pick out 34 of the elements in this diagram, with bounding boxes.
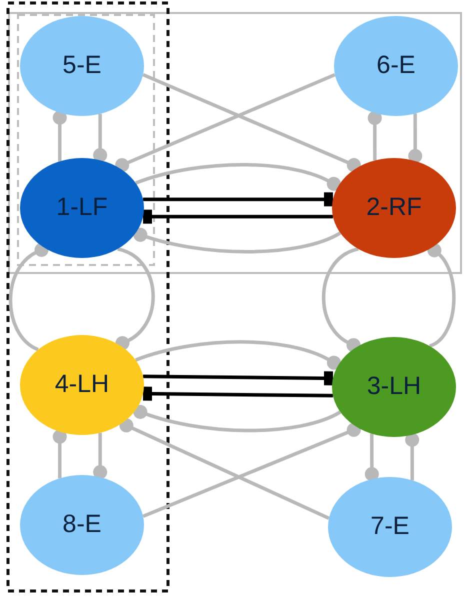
connector [93,432,108,480]
node-label: 8-E [62,509,102,540]
connector [133,228,342,254]
connector [93,114,108,162]
node-label: 4-LH [54,369,110,400]
inhibitory-connector [143,192,333,206]
connector [52,110,67,162]
inhibitory-connector [142,386,333,401]
connector [115,73,336,172]
connector [142,73,361,172]
connector [405,432,420,480]
connector [408,114,422,164]
connector [115,247,155,350]
connector [322,247,361,352]
connector [133,404,342,432]
connector [8,244,49,352]
connector [368,110,382,160]
inhibitory-connector [143,371,334,386]
connector [52,430,67,478]
node-label: 5-E [62,50,102,82]
node-ellipse [20,335,144,435]
connector [364,434,379,482]
node-label: 6-E [376,50,416,82]
inhibitory-connector [143,210,333,224]
connector [142,422,361,518]
node-label: 3-LH [366,371,422,402]
node-label: 7-E [370,511,410,542]
node-label: 1-LF [56,192,108,224]
connector [427,244,456,348]
connector [119,418,330,520]
node-ellipse [20,158,144,258]
node-label: 2-RF [366,192,422,224]
connector [135,163,341,192]
connector [135,340,341,370]
